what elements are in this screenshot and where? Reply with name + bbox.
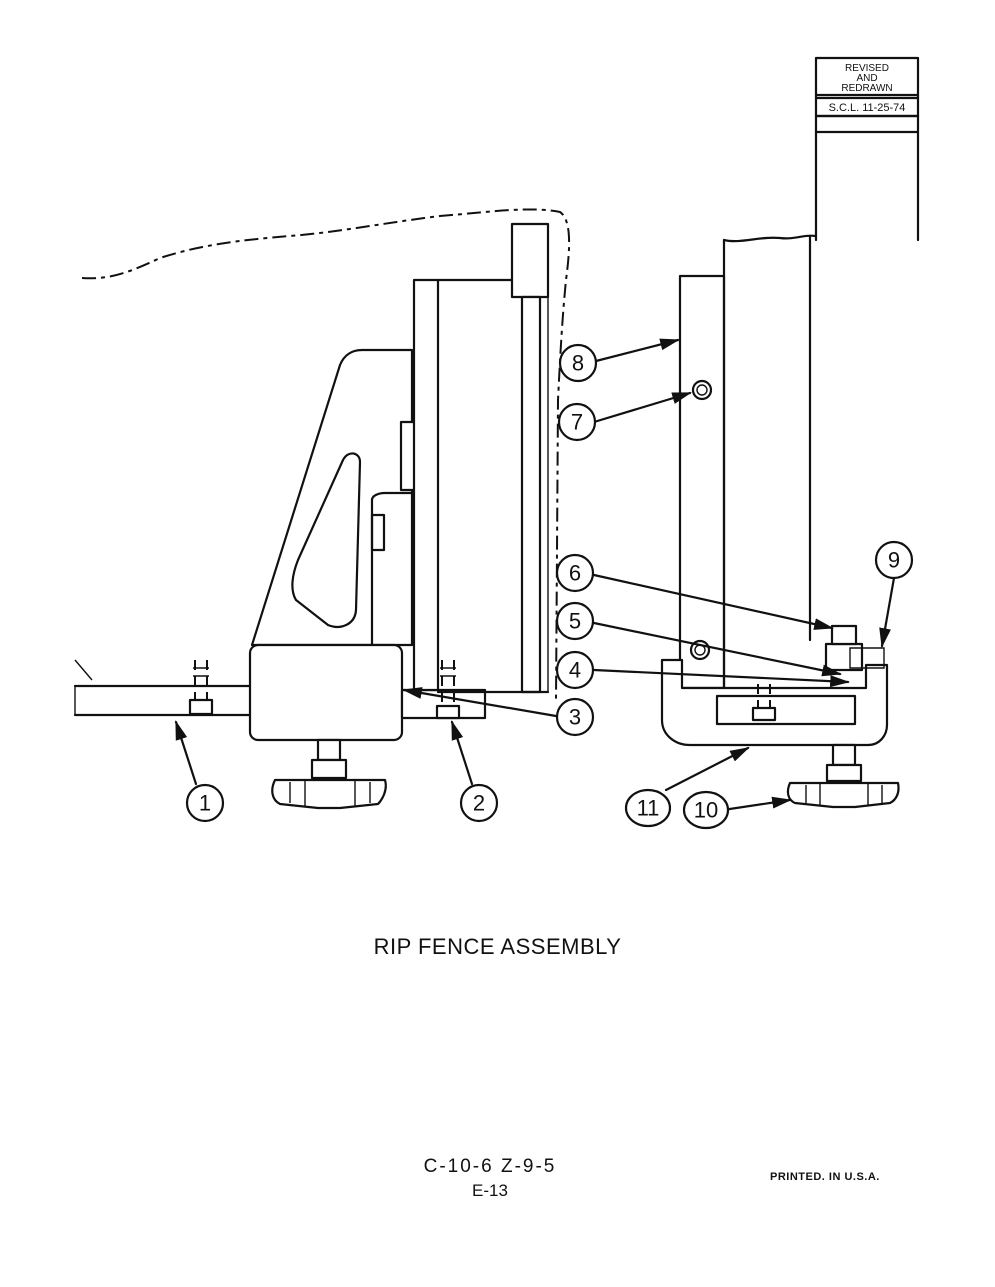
left-rail (73, 659, 252, 717)
page-code: E-13 (472, 1181, 508, 1200)
left-bolts (188, 660, 461, 720)
revision-box: REVISED AND REDRAWN S.C.L. 11-25-74 (814, 56, 920, 242)
callout-2: 2 (459, 783, 499, 823)
break-line-right (722, 234, 817, 243)
callouts: 1 2 3 4 5 6 7 8 (185, 343, 914, 830)
callout-5: 5 (555, 601, 595, 641)
callout-11: 11 (624, 788, 672, 828)
right-clamp (660, 624, 889, 747)
callout-6: 6 (555, 553, 595, 593)
callout-9: 9 (874, 540, 914, 580)
left-casting (248, 348, 487, 742)
callout-8: 8 (558, 343, 598, 383)
svg-text:4: 4 (569, 658, 581, 683)
svg-text:3: 3 (569, 705, 581, 730)
svg-text:11: 11 (637, 796, 660, 821)
revision-line-1: REVISED (845, 63, 889, 74)
svg-text:5: 5 (569, 609, 581, 634)
right-fence (678, 234, 812, 692)
svg-text:2: 2 (473, 791, 485, 816)
right-knob (786, 743, 900, 809)
svg-text:10: 10 (694, 798, 718, 823)
printed-note: PRINTED. IN U.S.A. (770, 1171, 880, 1183)
revision-line-3: REDRAWN (841, 83, 892, 94)
svg-text:7: 7 (571, 410, 583, 435)
drawing-code: C-10-6 Z-9-5 (423, 1156, 557, 1177)
diagram-title: RIP FENCE ASSEMBLY (373, 934, 622, 959)
leader-lines (174, 338, 896, 812)
svg-text:8: 8 (572, 351, 584, 376)
revision-line-4: S.C.L. 11-25-74 (829, 102, 906, 114)
callout-4: 4 (555, 650, 595, 690)
svg-text:1: 1 (199, 791, 211, 816)
callout-3: 3 (555, 697, 595, 737)
callout-10: 10 (682, 790, 730, 830)
left-knob (271, 738, 387, 810)
svg-text:9: 9 (888, 548, 900, 573)
callout-7: 7 (557, 402, 597, 442)
fence-plate-left (412, 222, 550, 694)
break-line-left (81, 208, 571, 701)
callout-1: 1 (185, 783, 225, 823)
svg-text:6: 6 (569, 561, 581, 586)
revision-line-2: AND (856, 73, 877, 84)
